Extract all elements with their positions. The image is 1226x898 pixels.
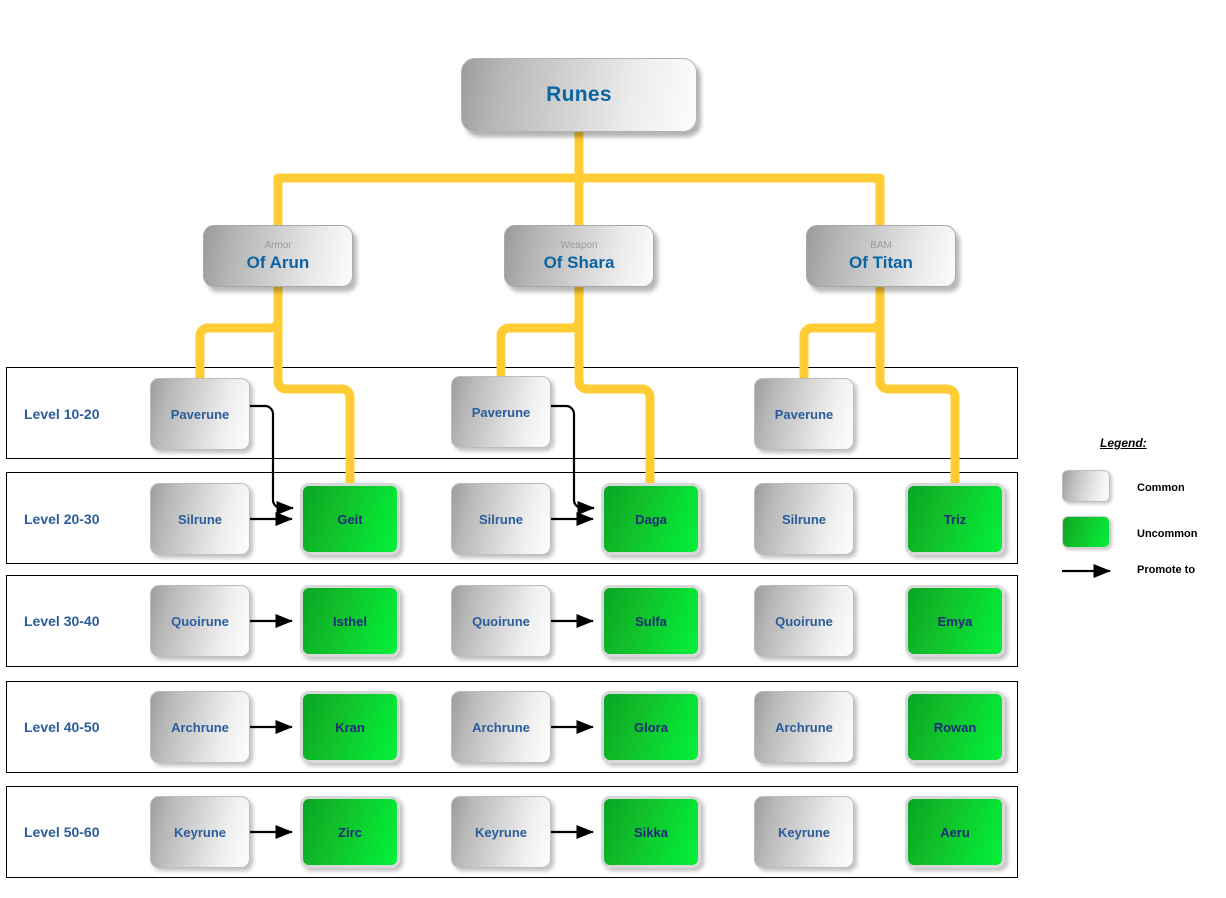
rune-label: Keyrune [474, 824, 528, 840]
rune-node[interactable]: Paverune [754, 378, 854, 450]
rune-label: Silrune [781, 511, 827, 527]
rune-label: Emya [937, 613, 973, 629]
rune-label: Archrune [472, 719, 530, 735]
rune-node[interactable]: Keyrune [754, 796, 854, 868]
rune-label: Silrune [478, 511, 524, 527]
rune-node[interactable]: Archrune [451, 691, 551, 763]
rune-node[interactable]: Keyrune [150, 796, 250, 868]
rune-label: Archrune [171, 719, 229, 735]
rune-label: Silrune [177, 511, 223, 527]
level-row-box [6, 786, 1018, 878]
rune-node[interactable]: Sulfa [601, 585, 701, 657]
legend-label-common: Common [1137, 482, 1185, 494]
rune-node[interactable]: Zirc [300, 796, 400, 868]
rune-node[interactable]: Daga [601, 483, 701, 555]
category-kicker: Armor [264, 240, 292, 251]
rune-node[interactable]: Rowan [905, 691, 1005, 763]
legend: Legend: Common Uncommon Promote to [1060, 436, 1226, 586]
row-label-level-50-60: Level 50-60 [24, 824, 100, 840]
node-category-weapon[interactable]: Weapon Of Shara [504, 225, 654, 287]
rune-label: Isthel [333, 613, 367, 629]
row-label-level-40-50: Level 40-50 [24, 719, 100, 735]
root-title: Runes [546, 83, 612, 106]
rune-label: Daga [635, 511, 667, 527]
category-title: Of Arun [246, 253, 310, 272]
rune-label: Aeru [940, 824, 970, 840]
rune-label: Geit [337, 511, 363, 527]
rune-node[interactable]: Kran [300, 691, 400, 763]
rune-node[interactable]: Silrune [451, 483, 551, 555]
rune-node[interactable]: Sikka [601, 796, 701, 868]
legend-swatch-common [1062, 470, 1110, 502]
rune-node[interactable]: Keyrune [451, 796, 551, 868]
rune-node[interactable]: Archrune [754, 691, 854, 763]
rune-label: Paverune [774, 406, 834, 422]
rune-label: Sikka [634, 824, 668, 840]
rune-label: Kran [335, 719, 365, 735]
legend-label-promote: Promote to [1137, 564, 1196, 576]
rune-node[interactable]: Geit [300, 483, 400, 555]
rune-node[interactable]: Isthel [300, 585, 400, 657]
rune-node[interactable]: Aeru [905, 796, 1005, 868]
rune-label: Paverune [471, 404, 531, 420]
rune-node[interactable]: Quoirune [150, 585, 250, 657]
row-label-level-10-20: Level 10-20 [24, 406, 100, 422]
rune-node[interactable]: Paverune [451, 376, 551, 448]
rune-label: Quoirune [472, 613, 530, 629]
rune-label: Keyrune [173, 824, 227, 840]
rune-label: Keyrune [777, 824, 831, 840]
row-label-level-20-30: Level 20-30 [24, 511, 100, 527]
rune-node[interactable]: Silrune [150, 483, 250, 555]
rune-label: Sulfa [635, 613, 667, 629]
level-row-box [6, 575, 1018, 667]
rune-node[interactable]: Archrune [150, 691, 250, 763]
level-row-box [6, 472, 1018, 564]
row-label-level-30-40: Level 30-40 [24, 613, 100, 629]
category-kicker: Weapon [560, 240, 598, 251]
rune-label: Triz [943, 511, 967, 527]
legend-title: Legend: [1100, 436, 1147, 450]
category-kicker: BAM [870, 240, 892, 251]
rune-label: Quoirune [775, 613, 833, 629]
rune-label: Archrune [775, 719, 833, 735]
rune-label: Zirc [338, 824, 362, 840]
rune-node[interactable]: Silrune [754, 483, 854, 555]
legend-arrow-icon [1062, 564, 1111, 578]
rune-node[interactable]: Triz [905, 483, 1005, 555]
rune-label: Glora [634, 719, 668, 735]
legend-label-uncommon: Uncommon [1137, 528, 1198, 540]
rune-node[interactable]: Glora [601, 691, 701, 763]
category-title: Of Shara [543, 253, 615, 272]
rune-label: Quoirune [171, 613, 229, 629]
rune-label: Paverune [170, 406, 230, 422]
rune-node[interactable]: Paverune [150, 378, 250, 450]
rune-node[interactable]: Emya [905, 585, 1005, 657]
rune-node[interactable]: Quoirune [451, 585, 551, 657]
legend-swatch-uncommon [1062, 516, 1110, 548]
node-category-bam[interactable]: BAM Of Titan [806, 225, 956, 287]
node-root-runes[interactable]: Runes [461, 58, 697, 132]
level-row-box [6, 681, 1018, 773]
category-title: Of Titan [849, 253, 913, 272]
rune-label: Rowan [933, 719, 977, 735]
node-category-armor[interactable]: Armor Of Arun [203, 225, 353, 287]
rune-node[interactable]: Quoirune [754, 585, 854, 657]
